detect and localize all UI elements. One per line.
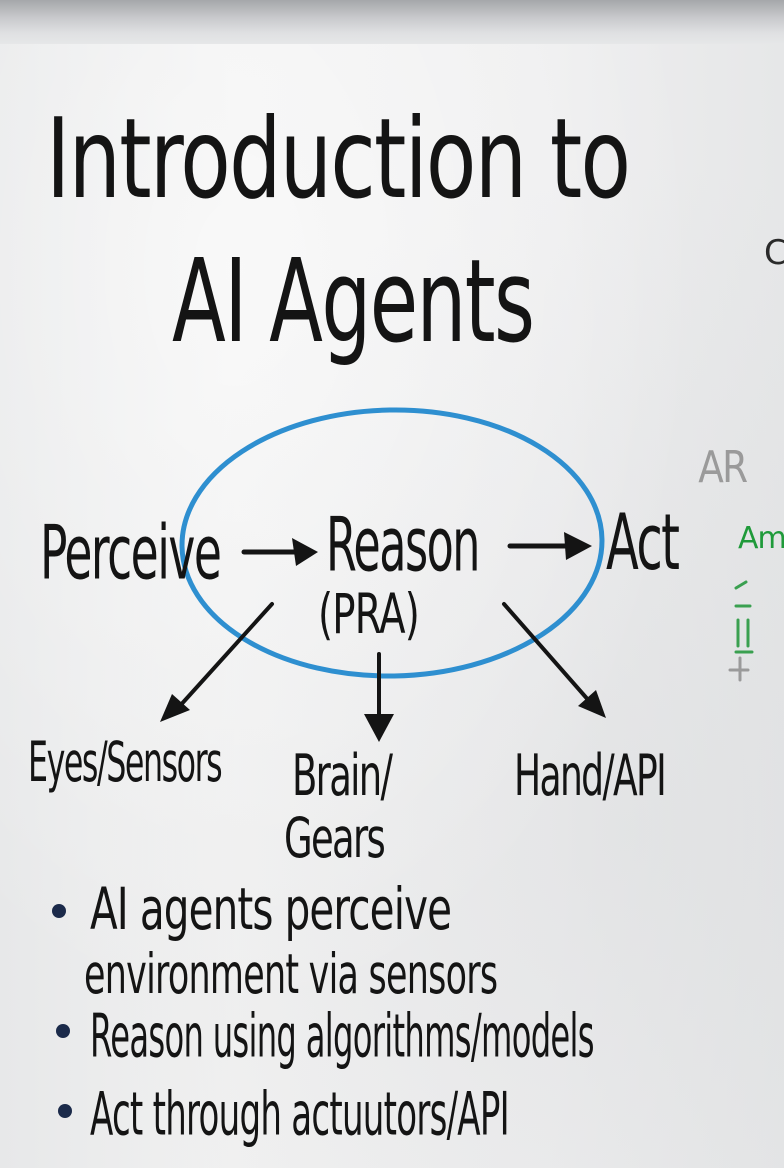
title-line-1: Introduction to	[46, 94, 631, 224]
bullet-dot-2	[56, 1024, 70, 1038]
bullet-1-line-1: AI agents perceive	[90, 875, 452, 943]
whiteboard-surface	[0, 44, 784, 1168]
node-act: Act	[606, 497, 680, 589]
edge-note-gray: AR	[698, 442, 748, 493]
bullet-dot-3	[58, 1104, 72, 1118]
edge-note-top-right: C	[764, 233, 784, 273]
node-perceive: Perceive	[40, 509, 222, 598]
node-reason-subtitle: (PRA)	[318, 581, 420, 646]
arrow-to-eyes-sensors	[160, 602, 274, 722]
bullet-dot-1	[52, 904, 66, 918]
arrow-perceive-to-reason	[241, 538, 318, 566]
arrow-to-hand-api	[502, 602, 606, 718]
output-brain: Brain/	[292, 742, 393, 810]
pra-loop-ellipse	[179, 407, 605, 679]
node-reason: Reason	[326, 501, 480, 590]
edge-gray-ticks	[728, 656, 750, 682]
edge-note-green: Am	[738, 521, 784, 556]
arrow-reason-to-act	[507, 532, 592, 560]
output-hand-api: Hand/API	[514, 742, 667, 810]
title-line-2: AI Agents	[172, 234, 535, 369]
output-gears: Gears	[284, 807, 386, 871]
bullet-2: Reason using algorithms/models	[90, 1000, 595, 1071]
edge-green-ticks	[734, 580, 754, 654]
bullet-3: Act through actuutors/API	[90, 1078, 510, 1149]
arrow-to-brain-gears	[364, 652, 394, 742]
bullet-1-line-2: environment via sensors	[84, 941, 498, 1006]
output-eyes-sensors: Eyes/Sensors	[28, 731, 223, 795]
